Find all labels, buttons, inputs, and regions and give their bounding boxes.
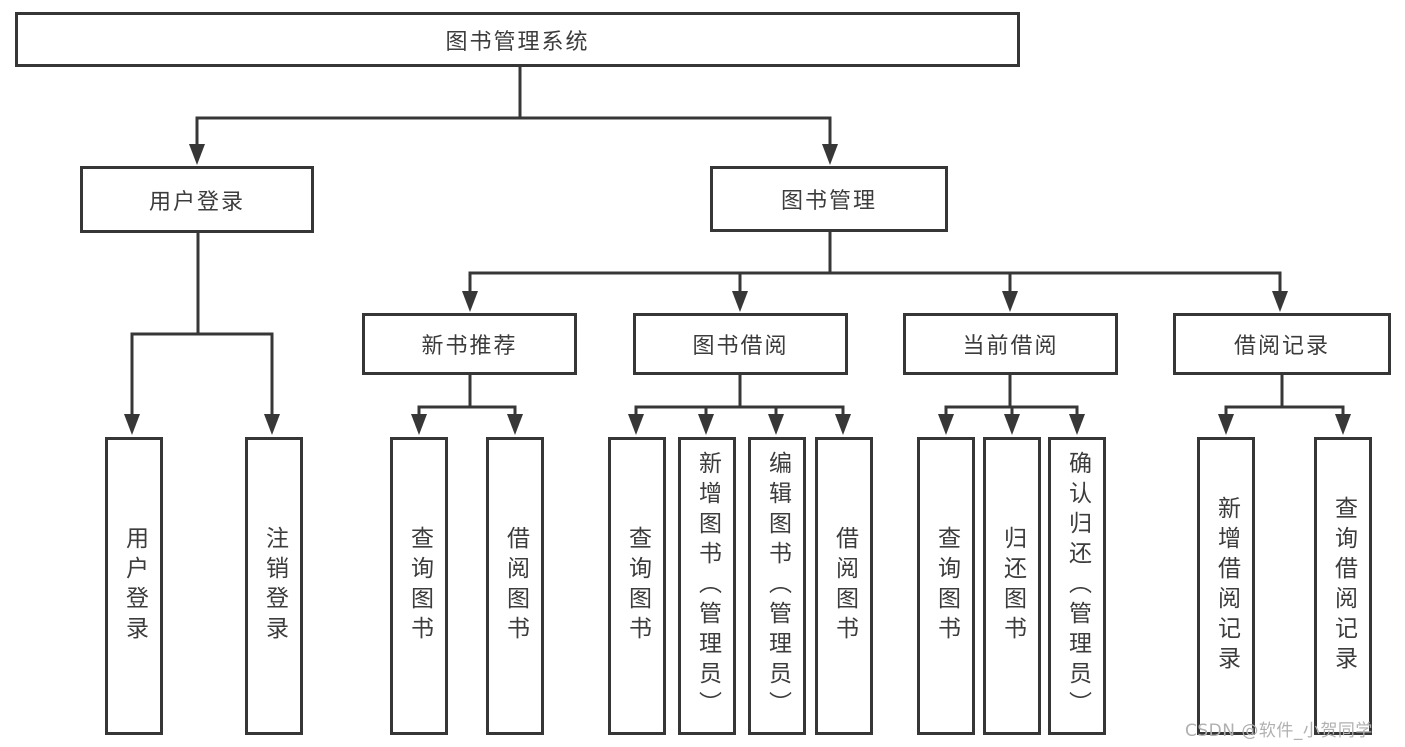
connector-currentborrow-to-leaves [938, 375, 1085, 435]
leaf-edit-books-admin: 编辑图书（管理员） [748, 437, 806, 735]
leaf-label: 查询图书 [406, 526, 433, 646]
connector-root-to-level2 [189, 67, 838, 165]
connector-borrowrecords-to-leaves [1218, 375, 1351, 435]
node-label: 图书借阅 [692, 334, 789, 359]
csdn-watermark: CSDN @软件_小贺同学 [1185, 721, 1373, 741]
leaf-label: 新增图书（管理员） [694, 451, 721, 721]
leaf-label: 查询借阅记录 [1330, 496, 1357, 676]
node-book-management: 图书管理 [710, 166, 948, 232]
leaf-label: 编辑图书（管理员） [764, 451, 791, 721]
leaf-label: 注销登录 [261, 526, 288, 646]
node-library-system: 图书管理系统 [15, 12, 1020, 67]
node-label: 借阅记录 [1233, 334, 1330, 359]
leaf-label: 归还图书 [999, 526, 1026, 646]
leaf-label: 查询图书 [933, 526, 960, 646]
leaf-confirm-return-admin: 确认归还（管理员） [1048, 437, 1106, 735]
node-new-book-recommend: 新书推荐 [362, 313, 577, 375]
leaf-label: 借阅图书 [831, 526, 858, 646]
node-label: 新书推荐 [421, 334, 518, 359]
connector-bookborrow-to-leaves [628, 375, 851, 435]
node-book-borrow: 图书借阅 [633, 313, 848, 375]
leaf-query-books: 查询图书 [917, 437, 975, 735]
leaf-label: 确认归还（管理员） [1064, 451, 1091, 721]
leaf-query-books: 查询图书 [608, 437, 666, 735]
connector-newbookrec-to-leaves [411, 375, 523, 435]
leaf-label: 新增借阅记录 [1213, 496, 1240, 676]
leaf-query-books: 查询图书 [390, 437, 448, 735]
leaf-add-borrow-record: 新增借阅记录 [1197, 437, 1255, 735]
node-borrow-records: 借阅记录 [1173, 313, 1391, 375]
node-user-login: 用户登录 [80, 166, 314, 233]
node-label: 图书管理系统 [445, 29, 590, 55]
leaf-label: 查询图书 [624, 526, 651, 646]
leaf-borrow-books: 借阅图书 [815, 437, 873, 735]
leaf-query-borrow-record: 查询借阅记录 [1314, 437, 1372, 735]
connector-bookmgmt-to-level3 [462, 232, 1288, 312]
leaf-return-books: 归还图书 [983, 437, 1041, 735]
leaf-user-login: 用户登录 [105, 437, 163, 735]
connector-userlogin-to-leaves [124, 233, 280, 435]
node-label: 图书管理 [780, 189, 877, 214]
leaf-label: 借阅图书 [502, 526, 529, 646]
node-label: 用户登录 [148, 189, 245, 215]
node-current-borrow: 当前借阅 [903, 313, 1118, 375]
leaf-add-books-admin: 新增图书（管理员） [678, 437, 736, 735]
leaf-logout: 注销登录 [245, 437, 303, 735]
node-label: 当前借阅 [962, 334, 1059, 359]
leaf-label: 用户登录 [121, 526, 148, 646]
leaf-borrow-books: 借阅图书 [486, 437, 544, 735]
